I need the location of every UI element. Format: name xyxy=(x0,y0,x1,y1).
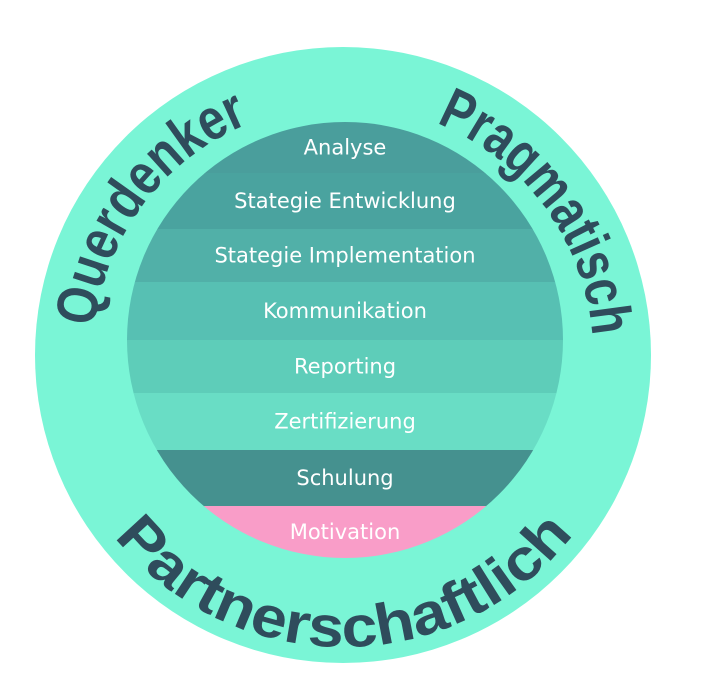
band-label: Schulung xyxy=(296,466,393,490)
band-label: Motivation xyxy=(290,520,401,544)
band-zertifizierung xyxy=(127,393,563,451)
band-kommunikation xyxy=(127,282,563,341)
band-schulung xyxy=(127,450,563,507)
band-label: Stategie Entwicklung xyxy=(234,189,456,213)
band-label: Stategie Implementation xyxy=(214,244,475,268)
band-label: Kommunikation xyxy=(263,299,427,323)
band-label: Zertifizierung xyxy=(274,410,416,434)
band-label: Reporting xyxy=(294,355,396,379)
band-stategie-entwicklung xyxy=(127,173,563,230)
band-reporting xyxy=(127,340,563,394)
band-stategie-implementation xyxy=(127,229,563,283)
band-label: Analyse xyxy=(304,136,387,160)
